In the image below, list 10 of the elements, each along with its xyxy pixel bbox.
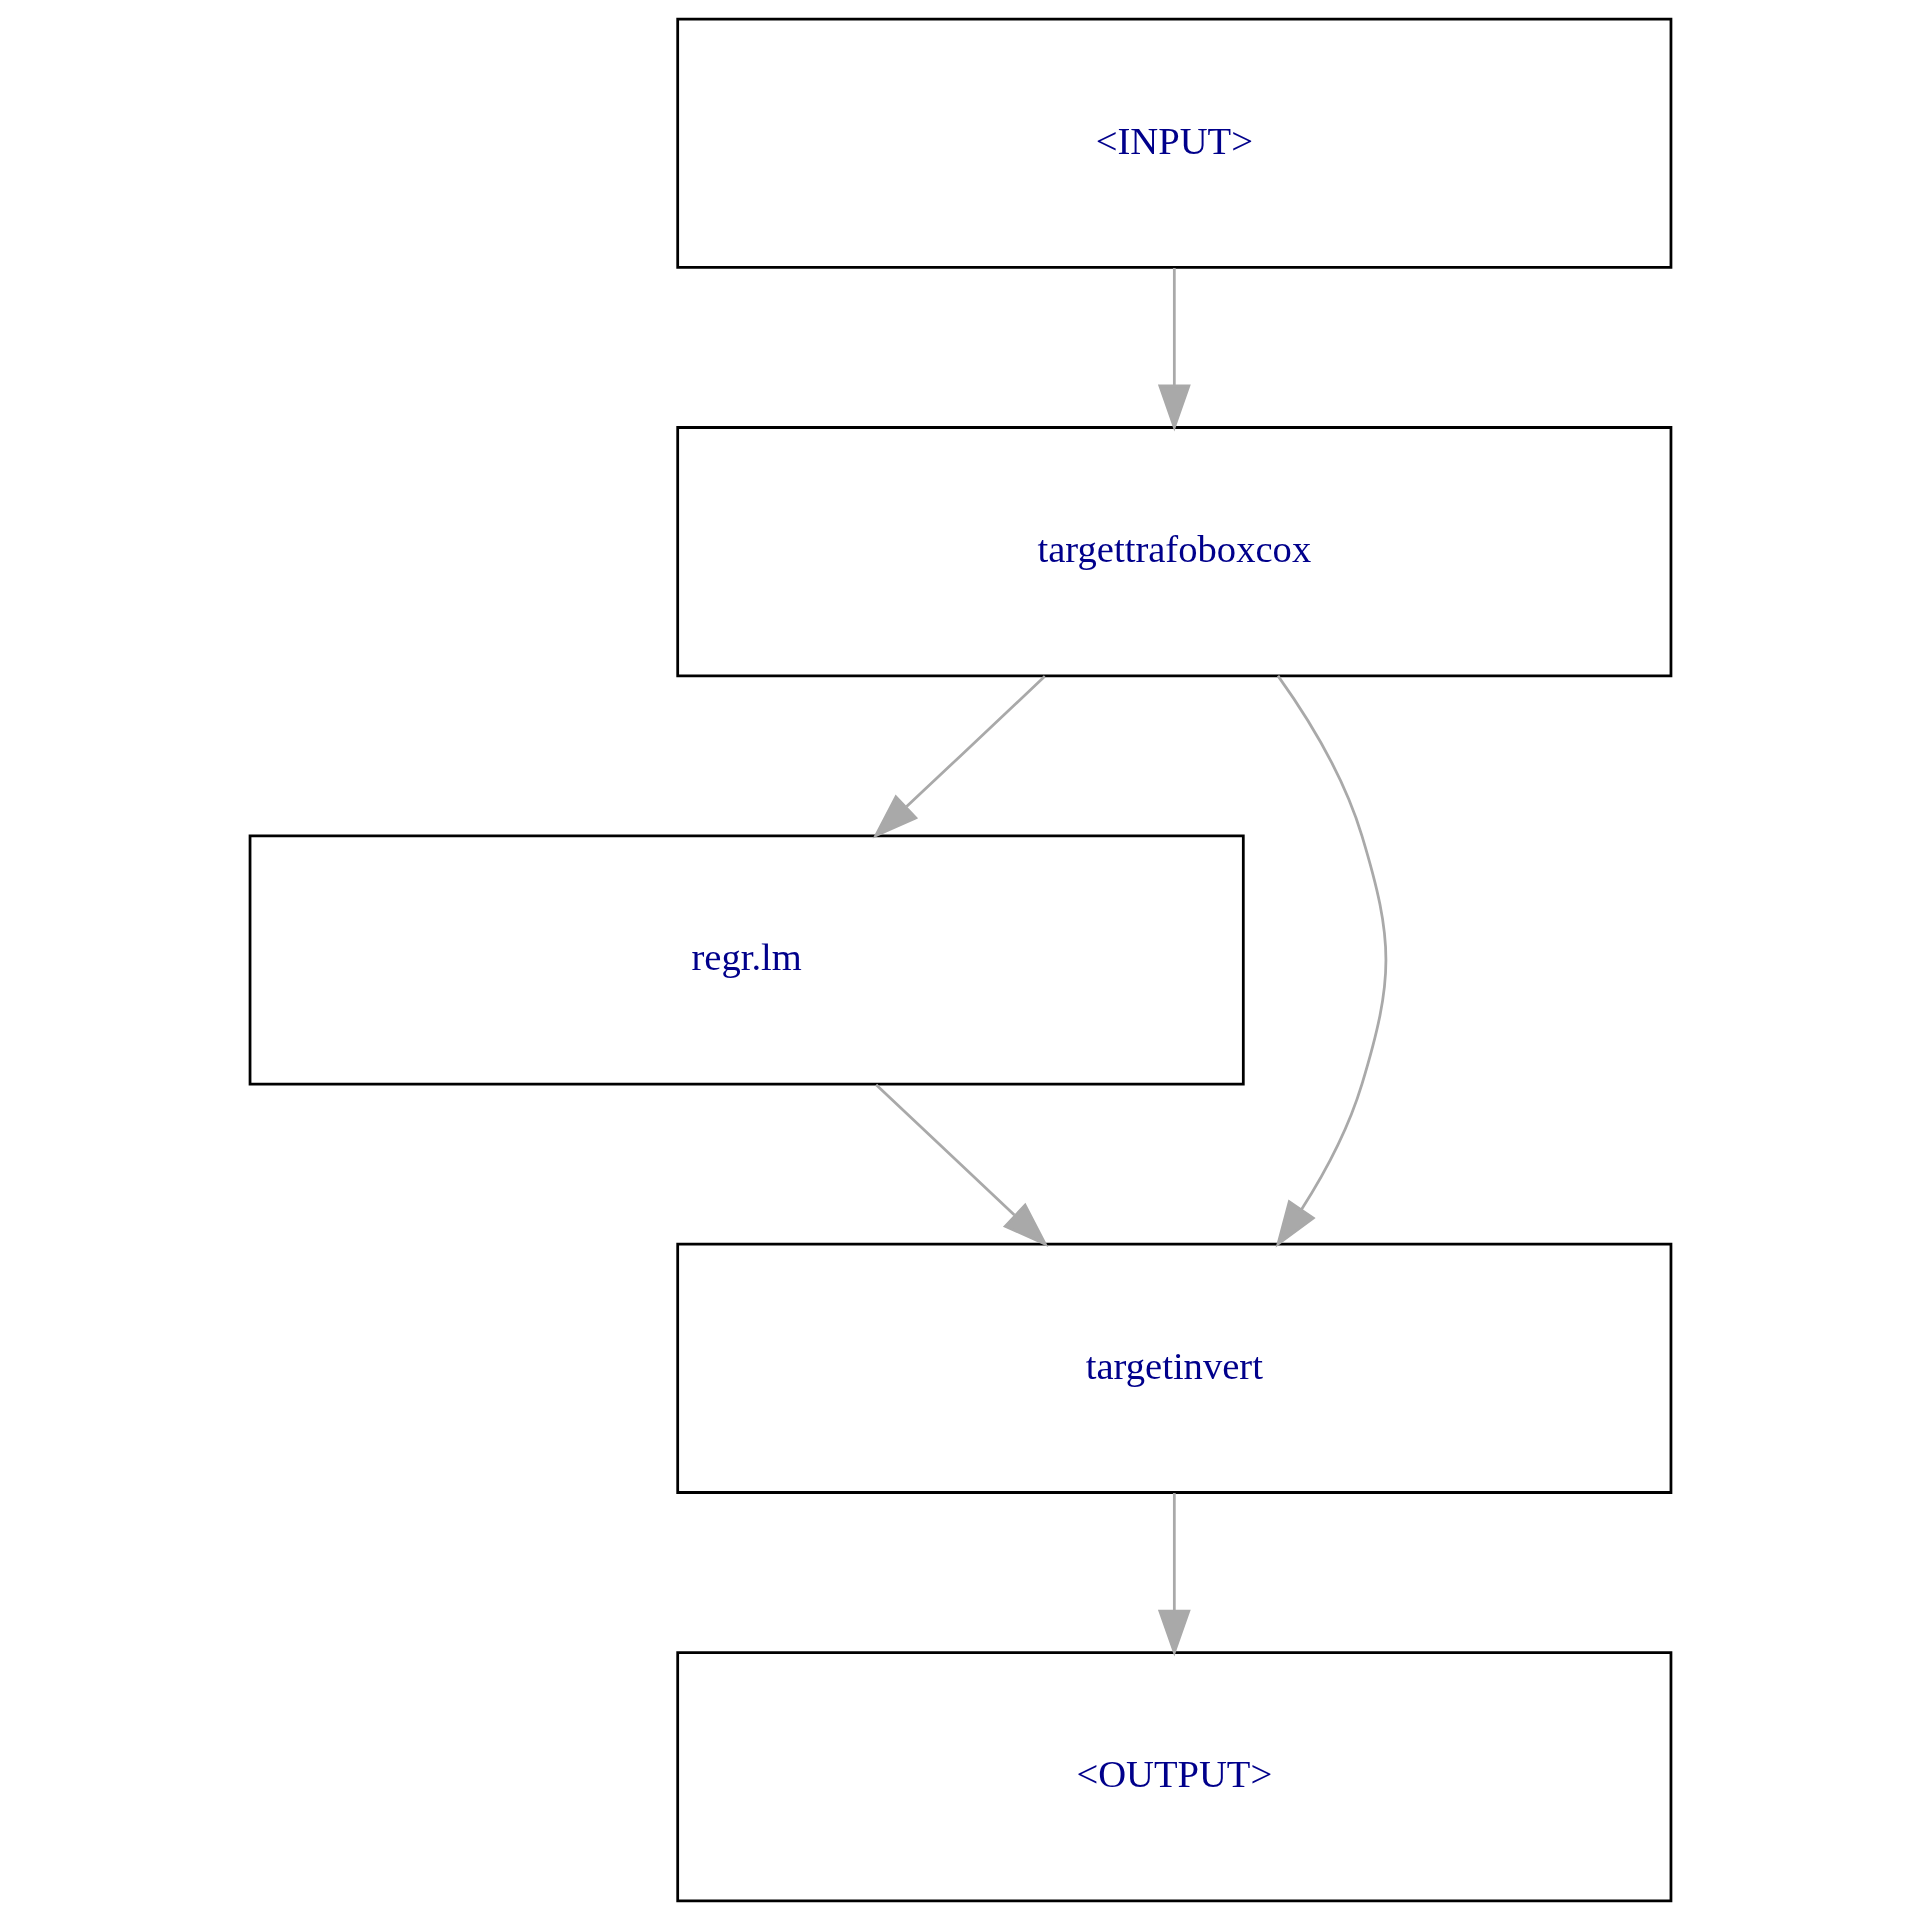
- node-box: targetinvert: [675, 1242, 1672, 1494]
- arrow: [872, 675, 1046, 839]
- node-box: targettrafoboxcox: [675, 426, 1672, 678]
- node-box: <OUTPUT>: [675, 1651, 1672, 1903]
- arrow: [874, 1083, 1048, 1247]
- node-box: regr.lm: [248, 834, 1245, 1086]
- arrow: [1275, 675, 1387, 1248]
- arrow: [1157, 1493, 1191, 1657]
- arrow: [1157, 268, 1191, 432]
- node-box: <INPUT>: [675, 17, 1672, 269]
